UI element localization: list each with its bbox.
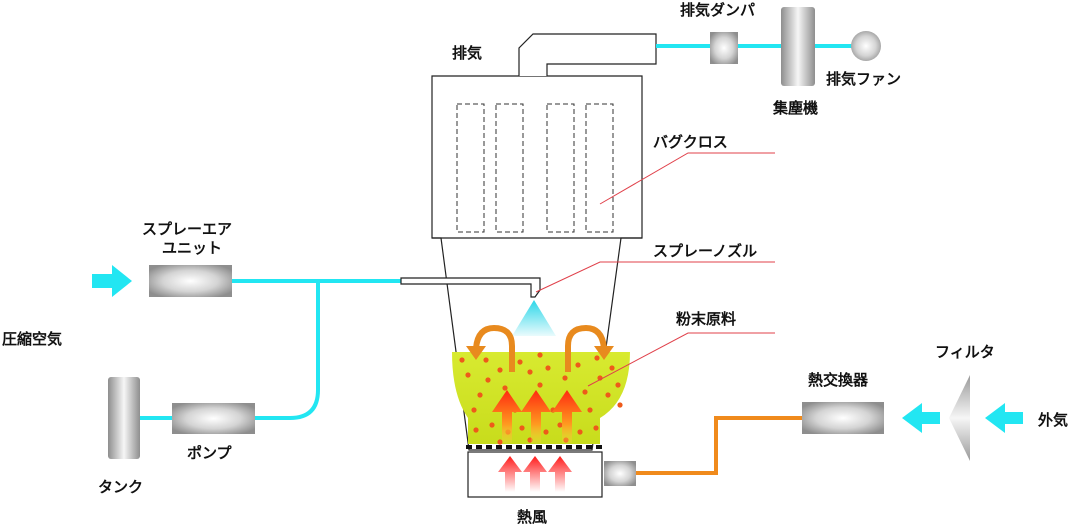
bag-filter <box>495 103 524 233</box>
spray-nozzle-body <box>400 277 541 298</box>
outside-air-arrow <box>985 403 1023 433</box>
label-pump: ポンプ <box>187 444 233 462</box>
heat-exchanger-body <box>802 402 884 434</box>
label-outside-air: 外気 <box>1037 411 1068 429</box>
label-spray-air-unit-1: スプレーエア <box>142 220 232 238</box>
bag-filter <box>585 103 614 233</box>
hot-air-line <box>636 416 802 475</box>
circulation-arrowheads <box>466 346 614 360</box>
spray-air-unit-body <box>149 265 232 297</box>
label-spray-air-unit-2: ユニット <box>162 239 222 257</box>
hot-air-up-arrow <box>523 456 547 492</box>
bag-filter <box>546 103 575 233</box>
label-exhaust: 排気 <box>452 44 482 62</box>
label-spray-nozzle: スプレーノズル <box>653 242 757 260</box>
powder-particles <box>459 352 623 445</box>
leader-lines <box>535 152 775 387</box>
label-bag-cloth: バグクロス <box>653 133 728 151</box>
inlet-damper-body <box>604 461 636 486</box>
spray-cone <box>512 300 556 336</box>
compressed-air-arrow <box>92 265 132 297</box>
exhaust-duct <box>518 33 657 76</box>
label-exhaust-damper: 排気ダンパ <box>680 1 755 19</box>
up-arrow <box>492 390 522 443</box>
circulation-arrows <box>473 324 607 372</box>
bag-cloth-leader <box>599 152 775 205</box>
bag-filter <box>456 103 485 233</box>
hot-air-arrows <box>498 456 572 492</box>
label-hot-air: 熱風 <box>517 508 547 526</box>
hot-air-up-arrow <box>498 456 522 492</box>
pump-body <box>172 403 255 434</box>
powder-material-leader <box>587 332 775 387</box>
label-filter: フィルタ <box>935 343 995 361</box>
circulation-arrow-right <box>565 324 607 372</box>
up-arrow <box>521 390 551 443</box>
label-tank: タンク <box>98 478 143 496</box>
label-compressed-air: 圧縮空気 <box>2 330 62 348</box>
up-arrow <box>552 390 582 443</box>
circulation-arrow-left <box>473 324 515 372</box>
bag-cloth-filters <box>456 103 614 233</box>
filter-to-exchanger-arrow <box>902 403 940 433</box>
tank-body <box>108 377 140 459</box>
label-powder-material: 粉末原料 <box>676 310 736 328</box>
label-exhaust-fan: 排気ファン <box>826 70 901 88</box>
exhaust-fan-body <box>851 31 881 61</box>
exhaust-damper-body <box>710 32 738 64</box>
label-heat-exchanger: 熱交換器 <box>808 371 869 389</box>
hot-air-up-arrow <box>548 456 572 492</box>
dust-collector-body <box>781 7 815 86</box>
spray-nozzle-leader <box>535 261 775 293</box>
label-dust-collector: 集塵機 <box>772 99 818 117</box>
liquid-line <box>255 281 320 420</box>
fluidizing-arrows <box>492 390 582 443</box>
filter-body <box>949 375 970 461</box>
